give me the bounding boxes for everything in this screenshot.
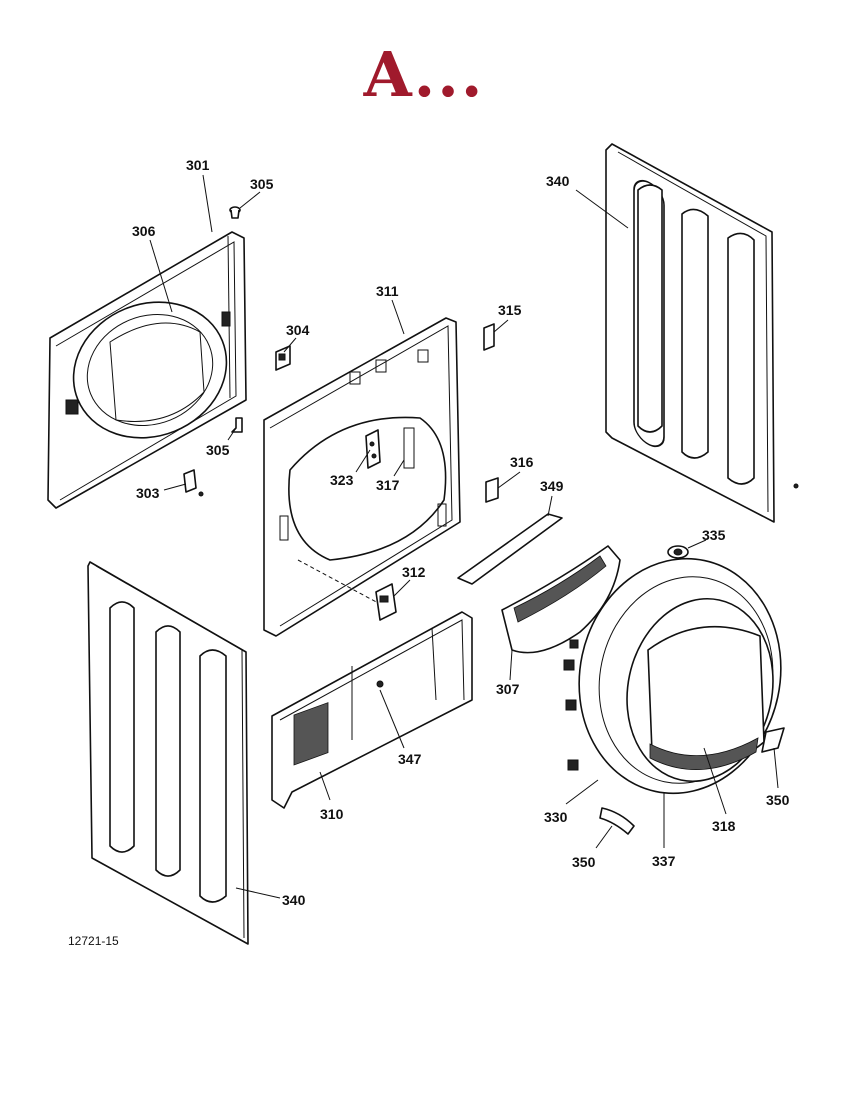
label-305-bottom: 305 <box>206 442 230 458</box>
label-316: 316 <box>510 454 534 470</box>
label-305-top: 305 <box>250 176 274 192</box>
pad-350-right <box>761 727 785 753</box>
label-323: 323 <box>330 472 354 488</box>
label-350-right: 350 <box>766 792 790 808</box>
label-303: 303 <box>136 485 160 501</box>
part-315 <box>483 323 495 351</box>
front-bulkhead-311 <box>263 317 461 637</box>
label-349: 349 <box>540 478 564 494</box>
front-panel-301 <box>47 231 247 509</box>
part-335 <box>667 545 689 559</box>
label-337: 337 <box>652 853 676 869</box>
label-335: 335 <box>702 527 726 543</box>
strip-349 <box>457 513 563 585</box>
label-318: 318 <box>712 818 736 834</box>
clip-305-bottom <box>231 417 243 433</box>
clip-305-top <box>229 206 241 219</box>
label-311: 311 <box>376 283 399 299</box>
lint-filter-307 <box>501 545 621 654</box>
label-330: 330 <box>544 809 568 825</box>
label-306: 306 <box>132 223 156 239</box>
part-316 <box>485 477 499 503</box>
label-347: 347 <box>398 751 422 767</box>
part-347 <box>376 680 384 688</box>
label-315: 315 <box>498 302 522 318</box>
side-panel-340-right <box>605 143 799 523</box>
label-340-left: 340 <box>282 892 306 908</box>
label-350-bottom: 350 <box>572 854 596 870</box>
label-340-right: 340 <box>546 173 570 189</box>
pad-350-bottom <box>599 807 635 835</box>
part-304 <box>275 345 291 371</box>
label-317: 317 <box>376 477 400 493</box>
part-323 <box>365 429 381 469</box>
label-307: 307 <box>496 681 520 697</box>
toe-panel-310 <box>271 611 473 809</box>
part-312 <box>375 583 397 621</box>
leader-lines <box>149 174 779 899</box>
drawing-code: 12721-15 <box>68 934 119 948</box>
switch-303 <box>183 469 204 497</box>
label-304: 304 <box>286 322 310 338</box>
side-panel-340-left <box>87 561 249 945</box>
label-301: 301 <box>186 157 210 173</box>
page-title: A... <box>363 38 485 111</box>
drum-front-330 <box>563 557 782 795</box>
label-310: 310 <box>320 806 344 822</box>
label-312: 312 <box>402 564 426 580</box>
